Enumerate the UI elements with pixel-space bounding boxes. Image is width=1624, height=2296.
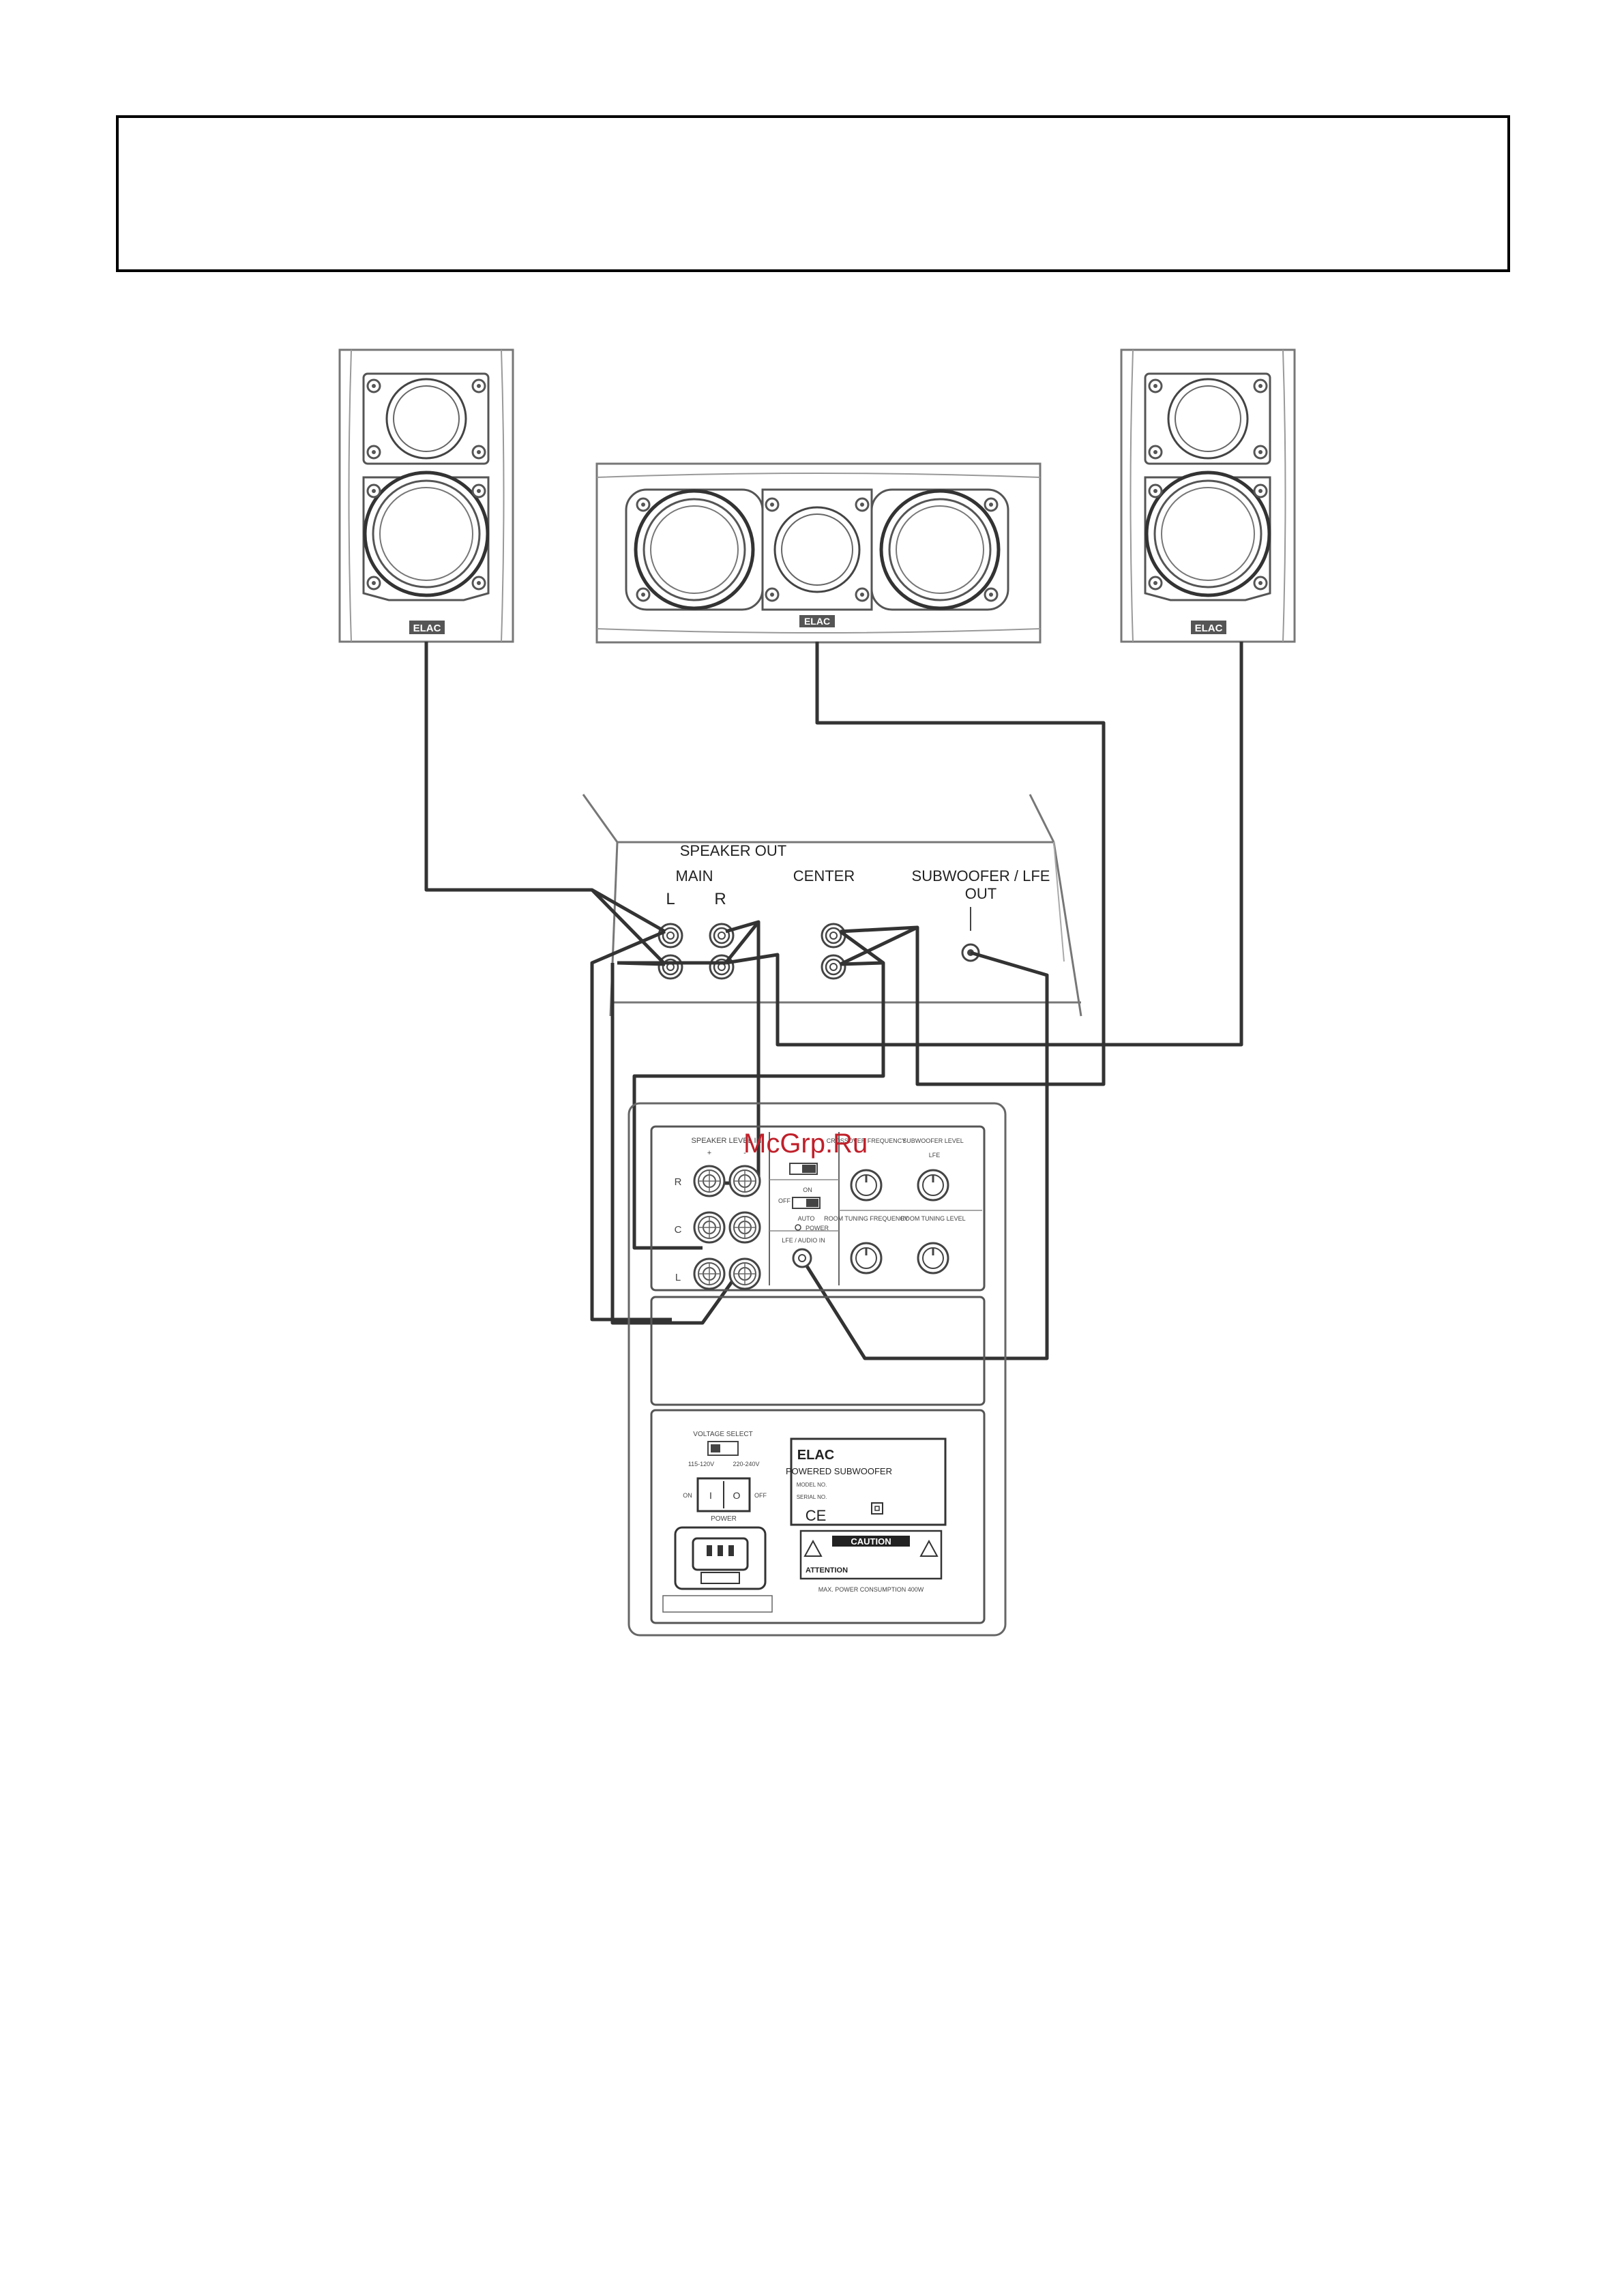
caution-text: CAUTION	[851, 1536, 891, 1547]
sub-l-negative-binding-post	[728, 1257, 761, 1290]
room-tuning-frequency-label: ROOM TUNING FREQUENCY	[824, 1215, 909, 1222]
header-box	[116, 115, 1510, 272]
switch-i-label: I	[709, 1490, 712, 1501]
woofer-icon	[363, 471, 490, 597]
tweeter-icon	[385, 378, 467, 460]
ac-inlet	[674, 1526, 767, 1590]
power-led-icon	[795, 1224, 801, 1231]
sub-r-negative-binding-post	[728, 1165, 761, 1197]
subwoofer-rear-panel: SPEAKER LEVEL IN + - R C L ON OFF AUTO P…	[628, 1102, 1007, 1637]
minus-label: -	[743, 1149, 746, 1157]
room-tuning-level-label: ROOM TUNING LEVEL	[900, 1215, 965, 1222]
switch-o-label: O	[733, 1490, 741, 1501]
tweeter-icon	[1167, 378, 1249, 460]
center-speaker-logo: ELAC	[804, 616, 830, 627]
auto-label: AUTO	[798, 1215, 815, 1222]
right-channel-label: R	[714, 890, 726, 908]
voltage-230-label: 220-240V	[733, 1461, 759, 1467]
power-led-label: POWER	[806, 1225, 829, 1232]
center-speaker: ELAC	[595, 462, 1042, 644]
attention-text: ATTENTION	[806, 1566, 848, 1575]
main-label: MAIN	[676, 867, 713, 884]
off-label: OFF	[778, 1197, 791, 1204]
crossover-frequency-label: CROSSOVER FREQUENCY	[827, 1137, 906, 1144]
left-speaker-logo: ELAC	[413, 623, 441, 634]
watermark: McGrp.Ru	[743, 1129, 868, 1159]
receiver-panel: SPEAKER OUT MAIN L R CENTER SUBWOOFER / …	[582, 794, 1082, 1017]
right-speaker: ELAC	[1120, 348, 1296, 643]
room-tuning-level-knob	[917, 1242, 949, 1274]
subwoofer-level-knob	[917, 1169, 949, 1202]
woofer-icon	[1145, 471, 1271, 597]
sub-c-negative-binding-post	[728, 1211, 761, 1244]
subwoofer-out-label-1: SUBWOOFER / LFE	[912, 867, 1050, 884]
switch-off-label: OFF	[754, 1492, 767, 1499]
center-negative-terminal	[821, 954, 846, 980]
speaker-level-in-label: SPEAKER LEVEL IN	[692, 1137, 762, 1145]
woofer-icon	[879, 489, 1001, 610]
power-consumption-label: MAX. POWER CONSUMPTION 400W	[818, 1586, 924, 1593]
switch-on-label: ON	[683, 1492, 692, 1499]
ce-mark: CE	[806, 1507, 827, 1524]
caution-label: CAUTION ATTENTION	[799, 1530, 943, 1580]
brand-logo: ELAC	[797, 1448, 834, 1463]
left-channel-label: L	[666, 890, 675, 908]
row-r-label: R	[675, 1176, 682, 1188]
voltage-select-label: VOLTAGE SELECT	[693, 1431, 752, 1438]
model-no-label: MODEL NO.	[797, 1482, 827, 1488]
main-left-positive-terminal	[658, 923, 683, 949]
serial-no-label: SERIAL NO.	[797, 1494, 827, 1500]
woofer-icon	[634, 489, 755, 610]
crossover-frequency-knob	[850, 1169, 883, 1202]
speaker-out-label: SPEAKER OUT	[680, 842, 786, 859]
speaker-wiring	[424, 642, 1243, 1360]
room-tuning-frequency-knob	[850, 1242, 883, 1274]
center-label: CENTER	[793, 867, 855, 884]
power-label: POWER	[711, 1515, 737, 1523]
lfe-input-label: LFE / AUDIO IN	[782, 1237, 825, 1244]
plus-label: +	[707, 1149, 711, 1157]
product-name: POWERED SUBWOOFER	[786, 1466, 892, 1476]
voltage-115-label: 115-120V	[688, 1461, 714, 1467]
sub-c-positive-binding-post	[693, 1211, 726, 1244]
lfe-input-jack	[792, 1248, 812, 1268]
on-label: ON	[803, 1187, 812, 1193]
center-positive-terminal	[821, 923, 846, 949]
product-label: ELAC POWERED SUBWOOFER MODEL NO. SERIAL …	[786, 1437, 947, 1526]
sub-l-positive-binding-post	[693, 1257, 726, 1290]
right-speaker-logo: ELAC	[1195, 623, 1223, 634]
main-left-negative-terminal	[658, 954, 683, 980]
sub-r-positive-binding-post	[693, 1165, 726, 1197]
main-right-positive-terminal	[709, 923, 735, 949]
subwoofer-level-label: SUBWOOFER LEVEL	[902, 1137, 964, 1144]
tweeter-icon	[773, 506, 861, 593]
lfe-label: LFE	[929, 1152, 941, 1159]
left-speaker: ELAC	[338, 348, 514, 643]
subwoofer-out-label-2: OUT	[965, 885, 996, 902]
row-c-label: C	[675, 1224, 682, 1236]
row-l-label: L	[675, 1272, 681, 1283]
